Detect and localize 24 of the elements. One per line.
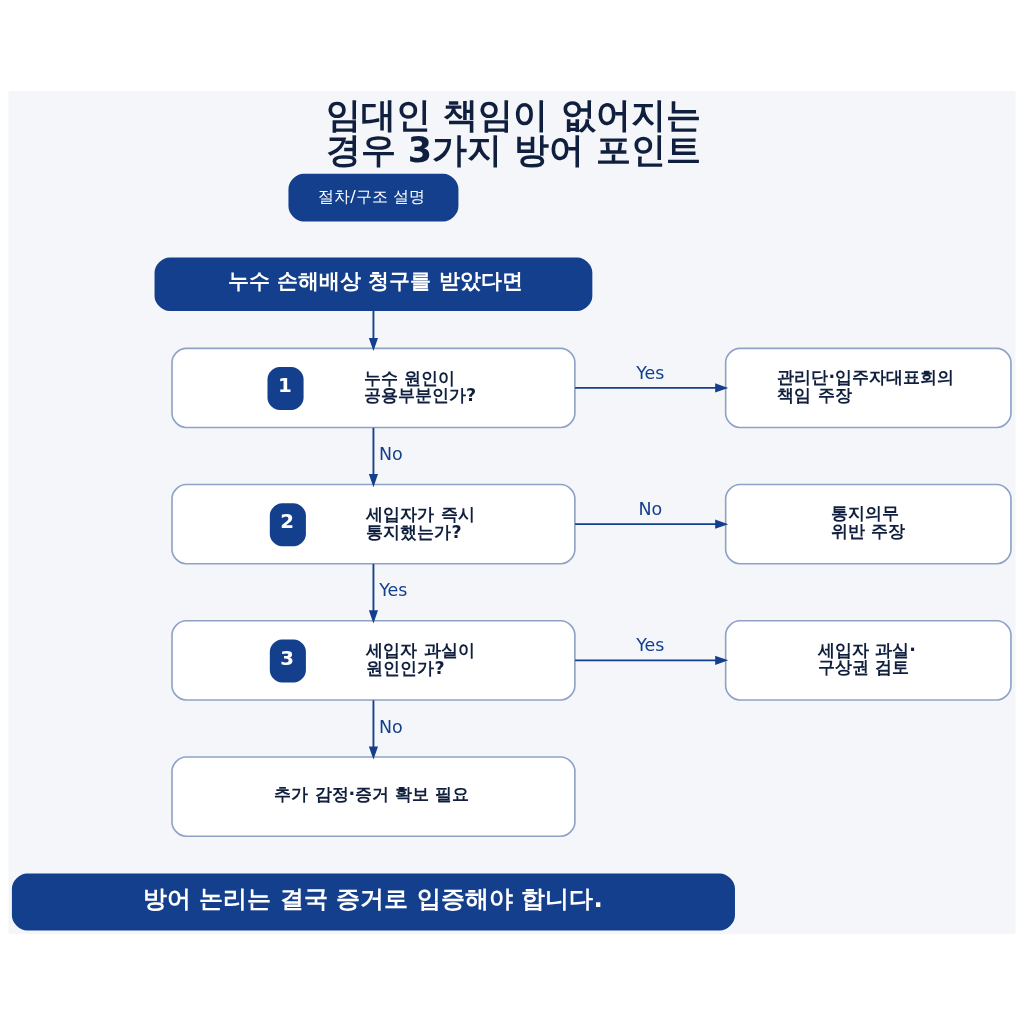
node-box: 관리단·입주자대표회의 책임 주장	[724, 347, 1012, 428]
edge-label: No	[379, 443, 403, 464]
node-box: 3 세입자 과실이 원인인가?	[171, 619, 576, 701]
node-box: 세입자 과실· 구상권 검토	[724, 619, 1012, 701]
arrow	[368, 426, 378, 487]
node-box: 절차/구조 설명	[288, 173, 459, 221]
arrow	[368, 698, 378, 760]
edge-label: No	[379, 716, 403, 737]
node-box: 누수 손해배상 청구를 받았다면	[154, 257, 593, 311]
node-box: 추가 감정·증거 확보 필요	[171, 755, 576, 837]
arrow	[574, 519, 729, 529]
edge-label: No	[638, 498, 663, 519]
edge-label: Yes	[636, 634, 665, 655]
arrow	[368, 562, 378, 623]
node-box: 2 세입자가 즉시 통지했는가?	[171, 483, 576, 565]
diagram-title: 임대인 책임이 없어지는 경우 3가지 방어 포인트	[325, 94, 702, 170]
arrow	[574, 655, 729, 665]
arrow	[574, 382, 729, 392]
edge-label: Yes	[379, 579, 408, 600]
node-box: 통지의무 위반 주장	[724, 483, 1012, 565]
arrow	[368, 308, 378, 351]
edge-label: Yes	[636, 362, 665, 383]
node-box: 방어 논리는 결국 증거로 입증해야 합니다.	[11, 872, 735, 930]
node-box: 1 누수 원인이 공용부분인가?	[171, 347, 576, 428]
